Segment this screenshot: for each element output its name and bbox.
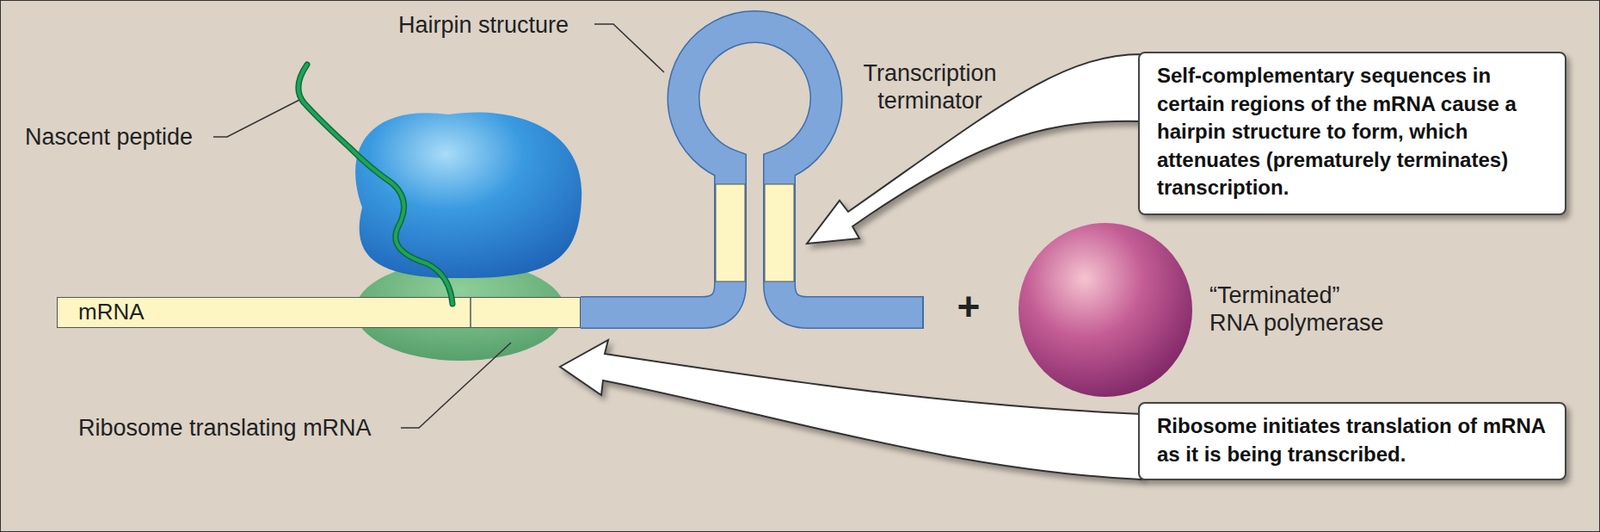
- callout-text: Self-complementary sequences in certain …: [1156, 61, 1557, 203]
- callout-arrow: [560, 339, 1142, 480]
- part-label: Nascent peptide: [24, 123, 232, 151]
- mrna-band: mRNA: [56, 296, 581, 328]
- part-label: Ribosome translating mRNA: [78, 413, 414, 442]
- leader-line: [400, 342, 511, 428]
- polymerase-node: “Terminated” RNA polymerase: [1018, 222, 1432, 397]
- nascent-peptide: [298, 64, 453, 304]
- large-subunit: [355, 111, 582, 278]
- callout-box: Self-complementary sequences in certain …: [1138, 51, 1567, 216]
- callout-text: Ribosome initiates translation of mRNA a…: [1156, 412, 1557, 468]
- leader-line: [594, 24, 665, 73]
- polymerase-label: “Terminated” RNA polymerase: [1209, 281, 1386, 337]
- nascent-peptide: [298, 64, 453, 304]
- callout-box: Ribosome initiates translation of mRNA a…: [1138, 401, 1567, 480]
- plus-sign: +: [947, 284, 991, 328]
- leader-line: [213, 98, 303, 137]
- stem-sequence: [764, 184, 794, 282]
- part-label: Hairpin structure: [398, 11, 605, 39]
- band-label: mRNA: [78, 297, 580, 327]
- stem-sequence: [715, 184, 745, 282]
- callout-arrow: [806, 54, 1142, 244]
- part-label: Transcription terminator: [843, 59, 1016, 115]
- codon-mark: [469, 296, 472, 328]
- rna-polymerase: [1018, 222, 1193, 397]
